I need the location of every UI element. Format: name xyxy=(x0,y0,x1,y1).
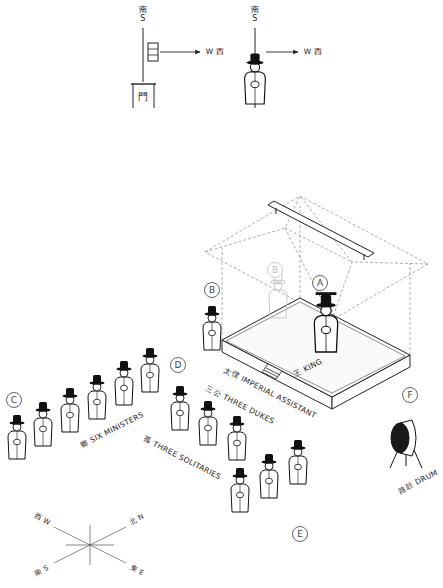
drum xyxy=(390,420,422,468)
three-dukes-figures xyxy=(171,386,246,460)
callout-circle: B xyxy=(204,282,220,298)
direction-label: W 西 xyxy=(304,48,323,56)
compass-label: 東 E xyxy=(129,565,145,578)
direction-label: 南 S xyxy=(251,6,259,24)
orientation-sketch-left xyxy=(131,28,200,108)
figure xyxy=(203,306,221,350)
compass-rose xyxy=(54,525,126,565)
orientation-sketch-right xyxy=(245,28,298,108)
six-ministers-figures xyxy=(8,348,159,459)
callout-letter: D xyxy=(175,361,182,370)
compass-label: 南 S xyxy=(34,565,50,578)
gate-label: 門 xyxy=(138,92,148,102)
callout-letter: F xyxy=(407,391,412,400)
callout-letter: C xyxy=(11,396,17,405)
callout-letter: B xyxy=(272,266,278,275)
callout-letter: E xyxy=(297,530,303,539)
compass-label: 西 W xyxy=(33,513,51,527)
callout-circle: D xyxy=(170,357,186,373)
callout-circle: E xyxy=(292,526,308,542)
role-label: 路鼓 DRUM xyxy=(397,469,439,495)
callout-circle: B xyxy=(267,262,283,278)
direction-label: W 西 xyxy=(206,48,225,56)
compass-label: 北 N xyxy=(129,513,146,526)
callout-letter: A xyxy=(317,279,323,288)
three-solitaries-figures xyxy=(231,440,307,512)
callout-circle: A xyxy=(312,275,328,291)
callout-circle: F xyxy=(402,387,418,403)
direction-label: 南 S xyxy=(139,6,147,24)
callout-circle: C xyxy=(6,392,22,408)
callout-letter: B xyxy=(209,286,215,295)
